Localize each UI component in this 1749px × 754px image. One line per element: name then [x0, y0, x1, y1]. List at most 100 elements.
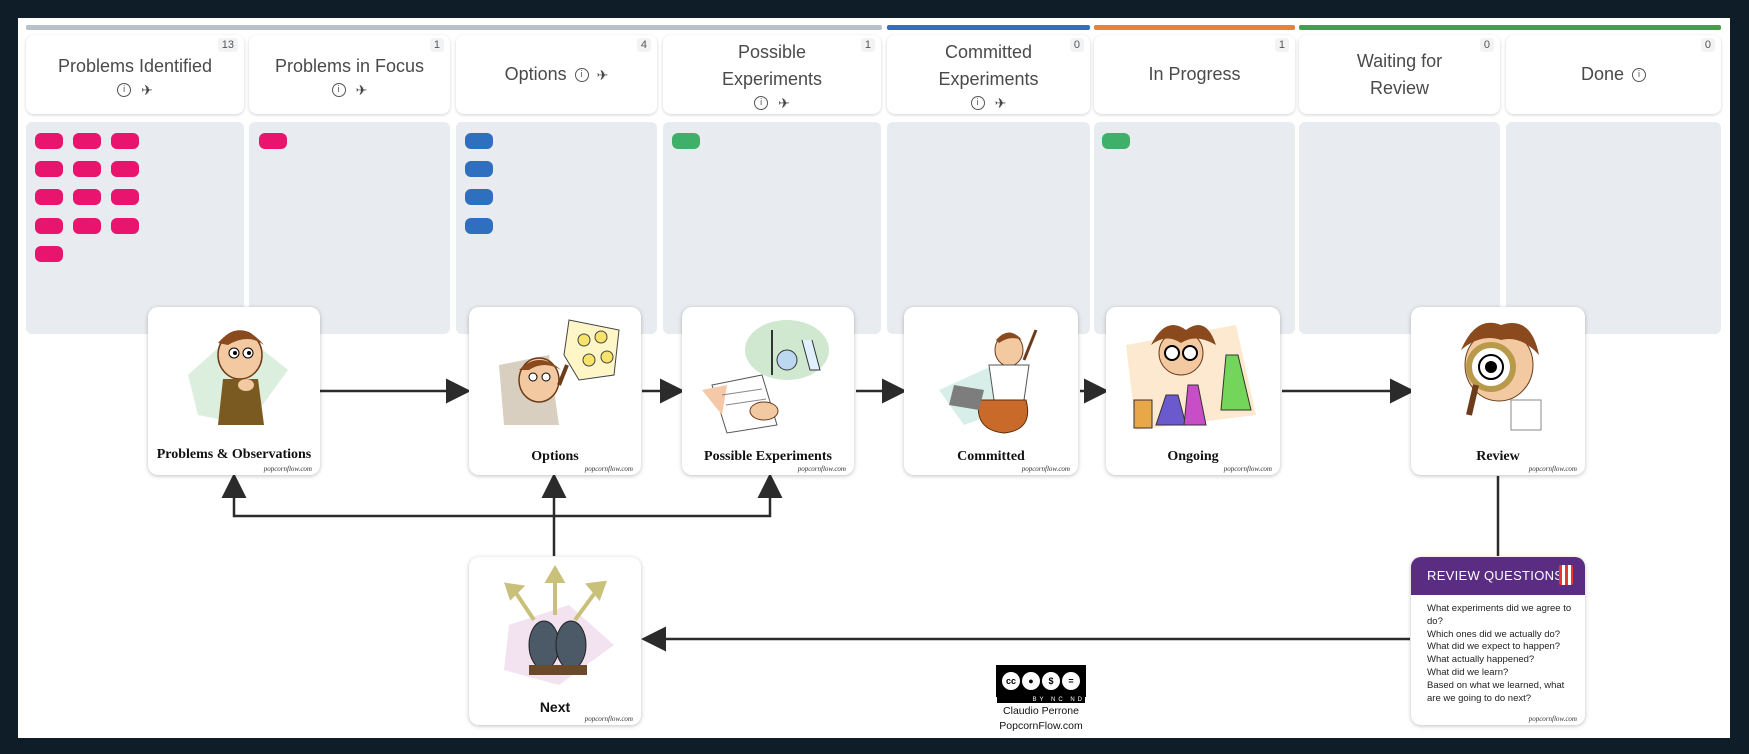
column-title: Done	[1580, 64, 1625, 84]
review-questions-list: What experiments did we agree to do? Whi…	[1427, 603, 1572, 705]
import-icon[interactable]: ✈	[355, 81, 368, 98]
flow-card-label: Review	[1476, 449, 1520, 464]
column-header-possible-experiments[interactable]: 1 Possible Experiments i ✈	[663, 35, 881, 114]
board-frame: 13 Problems Identified i✈ 1 Problems in …	[18, 18, 1730, 738]
column-header-done[interactable]: 0 Done i	[1506, 35, 1721, 114]
review-question: Based on what we learned, what are we go…	[1427, 679, 1565, 704]
column-title: Waiting for Review	[1356, 50, 1443, 98]
import-icon[interactable]: ✈	[141, 81, 153, 98]
column-body-in-progress[interactable]	[1094, 122, 1295, 334]
card[interactable]	[672, 133, 700, 149]
stage-bar-gray	[26, 25, 882, 30]
card[interactable]	[259, 133, 287, 149]
by-icon: ●	[1022, 672, 1040, 690]
mad-scientist-illustration	[1126, 325, 1256, 430]
committed-scientist-illustration	[939, 329, 1038, 434]
nc-icon: $	[1042, 672, 1060, 690]
card[interactable]	[73, 218, 101, 234]
lightbulb-idea-illustration	[499, 319, 620, 425]
column-title: Problems Identified	[57, 55, 213, 76]
review-question: What did we learn?	[1427, 666, 1509, 678]
column-header-in-progress[interactable]: 1 In Progress	[1094, 35, 1295, 114]
review-questions-title: REVIEW QUESTIONS	[1411, 557, 1585, 595]
card[interactable]	[465, 218, 493, 234]
card[interactable]	[111, 189, 139, 205]
column-title: Problems in Focus	[274, 55, 425, 76]
review-question: What actually happened?	[1427, 654, 1535, 666]
card[interactable]	[73, 189, 101, 205]
flow-card-possible-experiments[interactable]: Possible Experiments popcornflow.com	[682, 307, 854, 475]
column-title: Possible Experiments	[721, 42, 823, 89]
import-icon[interactable]: ✈	[596, 66, 609, 83]
info-icon[interactable]: i	[970, 96, 985, 110]
brand-text: popcornflow.com	[797, 465, 846, 473]
card-count: 1	[860, 38, 875, 52]
credit-author: Claudio Perrone	[1003, 705, 1079, 717]
card[interactable]	[111, 218, 139, 234]
info-icon[interactable]: i	[754, 96, 769, 110]
card[interactable]	[35, 161, 63, 177]
card-count: 1	[429, 38, 444, 52]
card[interactable]	[73, 161, 101, 177]
import-icon[interactable]: ✈	[778, 95, 790, 111]
license-terms: BY NC ND	[997, 697, 1085, 703]
flow-card-label: Next	[539, 699, 571, 715]
card[interactable]	[35, 133, 63, 149]
card[interactable]	[465, 133, 493, 149]
card[interactable]	[465, 161, 493, 177]
popcorn-icon	[1559, 565, 1573, 585]
brand-text: popcornflow.com	[263, 465, 312, 473]
card[interactable]	[35, 246, 63, 262]
thinking-person-illustration	[188, 330, 288, 425]
flow-card-label: Ongoing	[1167, 449, 1219, 464]
flow-card-review[interactable]: Review popcornflow.com	[1411, 307, 1585, 475]
stage-bar-blue	[887, 25, 1090, 30]
column-body-done[interactable]	[1506, 122, 1721, 334]
card[interactable]	[1102, 133, 1130, 149]
flow-card-label: Problems & Observations	[156, 447, 312, 462]
stage-bar-orange	[1094, 25, 1295, 30]
flow-card-next[interactable]: Next popcornflow.com	[469, 557, 641, 725]
license-credit: cc●$= BY NC ND Claudio Perrone PopcornFl…	[981, 665, 1101, 733]
column-header-problems-identified[interactable]: 13 Problems Identified i✈	[26, 35, 244, 114]
flow-card-options[interactable]: Options popcornflow.com	[469, 307, 641, 475]
card[interactable]	[35, 189, 63, 205]
card[interactable]	[111, 133, 139, 149]
card-count: 0	[1700, 38, 1715, 52]
card[interactable]	[111, 161, 139, 177]
flow-card-label: Options	[531, 449, 579, 464]
info-icon[interactable]: i	[117, 82, 132, 97]
flow-arrows	[221, 378, 1500, 652]
column-body-committed-experiments[interactable]	[887, 122, 1090, 334]
flow-card-label: Committed	[957, 449, 1025, 464]
column-header-options[interactable]: 4 Options i ✈	[456, 35, 657, 114]
column-header-waiting-for-review[interactable]: 0 Waiting for Review	[1299, 35, 1500, 114]
column-header-problems-in-focus[interactable]: 1 Problems in Focus i ✈	[249, 35, 450, 114]
column-body-possible-experiments[interactable]	[663, 122, 881, 334]
brand-text: popcornflow.com	[1528, 715, 1577, 723]
info-icon[interactable]: i	[574, 67, 589, 82]
card[interactable]	[73, 133, 101, 149]
brand-text: popcornflow.com	[1528, 465, 1577, 473]
card[interactable]	[465, 189, 493, 205]
card-count: 4	[636, 38, 651, 52]
review-question: What experiments did we agree to do?	[1427, 603, 1572, 627]
column-body-waiting-for-review[interactable]	[1299, 122, 1500, 334]
info-icon[interactable]: i	[1632, 67, 1647, 82]
card[interactable]	[35, 218, 63, 234]
column-title: In Progress	[1148, 64, 1241, 84]
magnifying-glass-person-illustration	[1461, 322, 1542, 431]
review-question: Which ones did we actually do?	[1427, 628, 1561, 640]
column-header-committed-experiments[interactable]: 0 Committed Experiments i✈	[887, 35, 1090, 114]
flow-card-problems-observations[interactable]: Problems & Observations popcornflow.com	[148, 307, 320, 475]
info-icon[interactable]: i	[331, 82, 346, 97]
column-title: Options	[504, 64, 567, 84]
review-questions-card[interactable]: REVIEW QUESTIONS What experiments did we…	[1411, 557, 1585, 725]
flow-card-committed[interactable]: Committed popcornflow.com	[904, 307, 1078, 475]
column-body-problems-in-focus[interactable]	[249, 122, 450, 334]
stage-bar-green	[1299, 25, 1721, 30]
import-icon[interactable]: ✈	[994, 95, 1007, 111]
brand-text: popcornflow.com	[1223, 465, 1272, 473]
lab-equipment-illustration	[702, 320, 829, 434]
flow-card-ongoing[interactable]: Ongoing popcornflow.com	[1106, 307, 1280, 475]
